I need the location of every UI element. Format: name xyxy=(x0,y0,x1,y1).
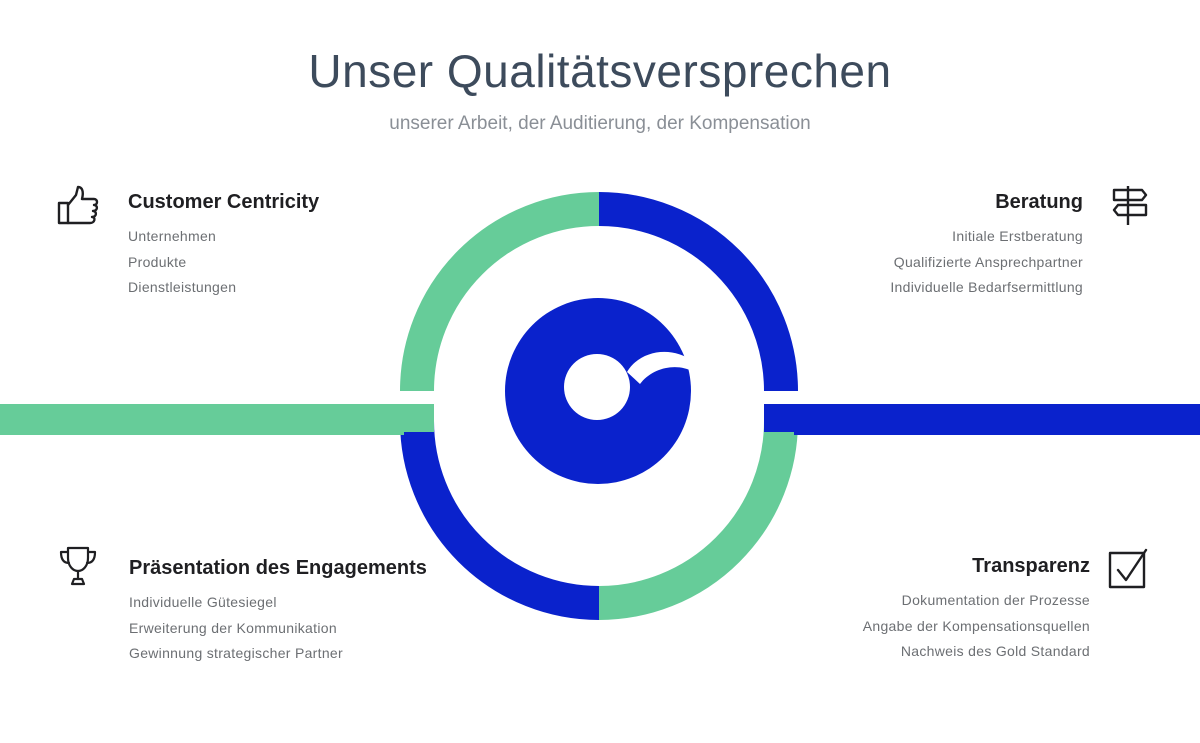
ring-segment-bottom-right xyxy=(598,420,798,620)
section-beratung: Beratung Initiale Erstberatung Qualifizi… xyxy=(890,190,1083,301)
section-praesentation: Präsentation des Engagements Individuell… xyxy=(129,556,427,667)
list-item: Individuelle Bedarfsermittlung xyxy=(890,279,1083,295)
section-title: Beratung xyxy=(995,191,1083,213)
page-title: Unser Qualitätsversprechen xyxy=(308,45,892,97)
ring-segment-top-left xyxy=(400,192,600,392)
page-subtitle: unserer Arbeit, der Auditierung, der Kom… xyxy=(389,113,811,134)
list-item: Individuelle Gütesiegel xyxy=(129,594,277,610)
right-blue-bar xyxy=(766,404,1200,435)
section-transparenz: Transparenz Dokumentation der Prozesse A… xyxy=(863,554,1090,665)
list-item: Qualifizierte Ansprechpartner xyxy=(893,253,1083,270)
list-item: Initiale Erstberatung xyxy=(952,228,1083,244)
checkbox-icon xyxy=(1106,546,1150,590)
thumbs-up-icon xyxy=(56,183,100,227)
list-item: Angabe der Kompensationsquellen xyxy=(862,617,1090,634)
list-item: Dokumentation der Prozesse xyxy=(901,592,1090,608)
trophy-icon xyxy=(56,544,100,588)
list-item: Nachweis des Gold Standard xyxy=(900,643,1090,659)
section-customer-centricity: Customer Centricity Unternehmen Produkte… xyxy=(128,190,319,301)
ring-connector-left xyxy=(400,404,434,435)
ring-connector-left-lower xyxy=(404,432,434,438)
list-item: Dienstleistungen xyxy=(128,279,237,295)
ring-connector-right-lower xyxy=(764,432,794,438)
section-title: Customer Centricity xyxy=(128,191,320,213)
section-title: Präsentation des Engagements xyxy=(129,557,427,579)
ring-connector-right xyxy=(764,404,798,435)
list-item: Produkte xyxy=(128,253,187,270)
section-title: Transparenz xyxy=(972,555,1090,577)
list-item: Gewinnung strategischer Partner xyxy=(129,645,343,661)
list-item: Erweiterung der Kommunikation xyxy=(129,619,337,636)
list-item: Unternehmen xyxy=(128,228,217,244)
ring-segment-bottom-left xyxy=(400,420,600,620)
signpost-icon xyxy=(1108,183,1152,227)
ring-segment-top-right xyxy=(598,192,798,392)
center-logo xyxy=(505,298,694,484)
left-green-bar xyxy=(0,404,432,435)
